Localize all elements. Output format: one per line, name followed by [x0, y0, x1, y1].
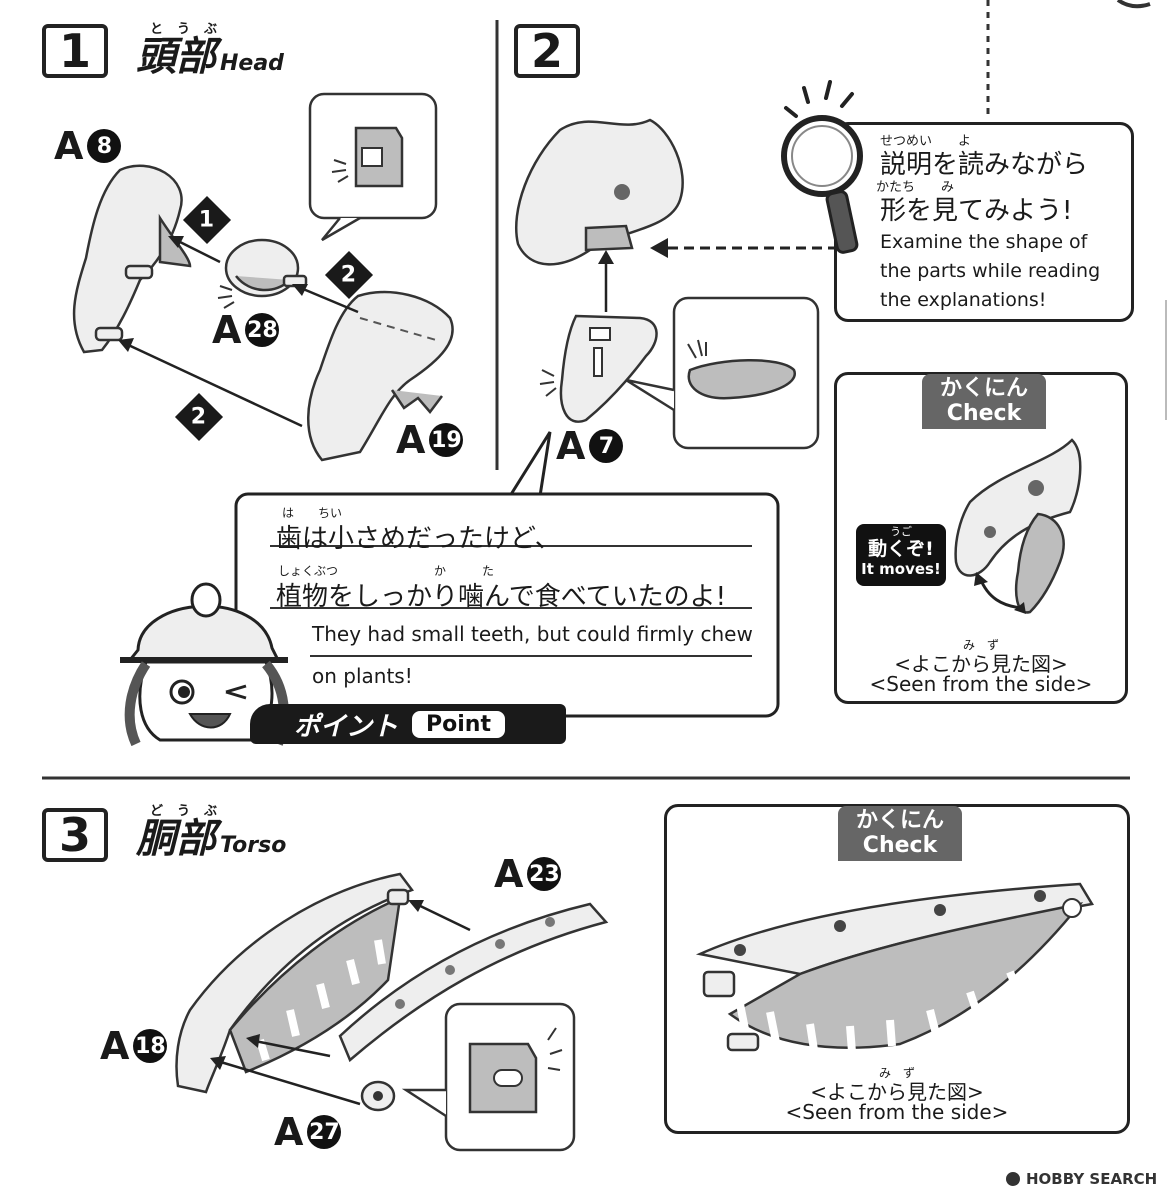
point-label: ポイント Point [250, 704, 566, 744]
part-head-assembled [515, 118, 684, 266]
side-ruby-torso: み ず [878, 1066, 915, 1080]
part-a27-peg [360, 1080, 396, 1112]
step-1-ruby: とうぶ [150, 22, 232, 37]
step-3-title-en: Torso [220, 833, 287, 858]
step-1-diagram [72, 92, 454, 462]
step-3-diagram [175, 872, 609, 1112]
step-3-title-jp: 胴部 [136, 816, 216, 862]
step-1-title-jp: 頭部 [136, 34, 216, 80]
point-en-1: They had small teeth, but could firmly c… [312, 622, 753, 646]
step-3-ruby: どうぶ [150, 804, 232, 819]
step-1-title-en: Head [220, 51, 284, 76]
part-a28-peg [217, 238, 308, 309]
part-a7-jaw [539, 314, 658, 423]
point-bubble-frame [234, 431, 780, 718]
examine-line-2: 形を見てみよう! [880, 196, 1073, 226]
point-ruby-1: は ちい [282, 506, 343, 520]
point-en-2: on plants! [312, 664, 413, 688]
magnifier-icon [781, 80, 863, 254]
point-label-en: Point [412, 710, 505, 738]
step-3-number: 3 [42, 808, 108, 862]
side-caption-jp-torso: <よこから見た図> [810, 1080, 984, 1104]
zoom-bubble-detail [308, 92, 438, 242]
moves-badge: うご 動くぞ! It moves! [856, 524, 946, 586]
zoom-bubble-a27 [401, 1002, 576, 1152]
part-a23-spine [338, 902, 609, 1063]
examine-box [834, 122, 1134, 322]
point-line-1: 歯は小さめだったけど、 [276, 524, 561, 554]
side-caption-jp-head: <よこから見た図> [894, 652, 1068, 676]
check-diagram-torso [695, 882, 1095, 1053]
check-diagram-head [954, 438, 1082, 614]
part-a18-torso [175, 872, 415, 1094]
examine-line-1: 説明を読みながら [880, 150, 1089, 180]
part-a19-skull [307, 290, 454, 462]
zoom-bubble-jaw [625, 296, 820, 450]
watermark: HOBBY SEARCH [1006, 1170, 1157, 1188]
point-label-jp: ポイント [294, 711, 399, 742]
dashed-arrow-to-head [650, 238, 838, 258]
examine-ruby-1: せつめい よ [880, 134, 972, 149]
point-line-2: 植物をしっかり噛んで食べていたのよ! [276, 582, 727, 612]
step-2-number: 2 [514, 24, 580, 78]
step-2-diagram [515, 118, 820, 450]
step-1-number: 1 [42, 24, 108, 78]
side-caption-en-torso: <Seen from the side> [785, 1100, 1009, 1124]
watermark-logo-icon [1006, 1172, 1020, 1186]
guide-character-illustration [120, 582, 289, 746]
examine-ruby-2: かたち み [876, 180, 955, 195]
side-caption-en-head: <Seen from the side> [869, 672, 1093, 696]
part-a8-skull [72, 164, 192, 354]
examine-en: Examine the shape of the parts while rea… [880, 231, 1101, 311]
side-ruby-head: み ず [962, 638, 999, 652]
point-ruby-2: しょくぶつ か た [278, 564, 495, 578]
